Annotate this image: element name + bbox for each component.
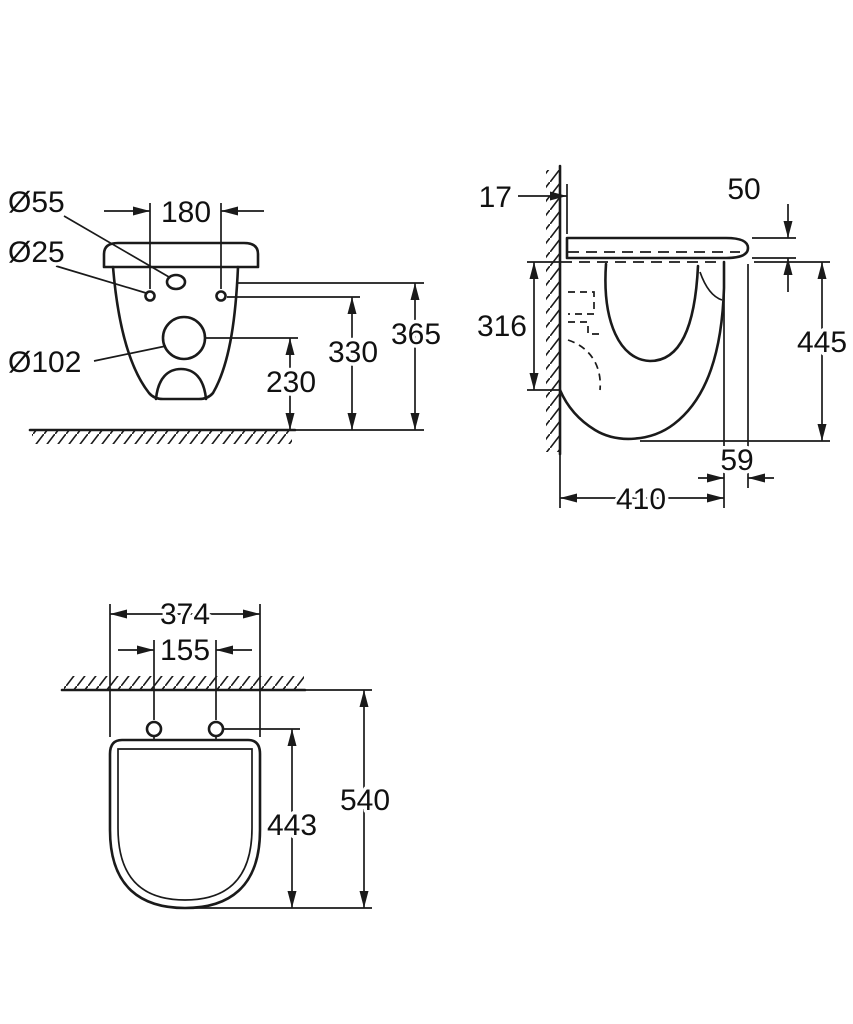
hinge-right: [207, 720, 225, 738]
leader-line: [63, 215, 170, 278]
dimension-seat-depth: 443: [224, 728, 321, 908]
dimension-overall-width: 374: [109, 595, 261, 737]
dim-label-410: 410: [616, 483, 666, 516]
dim-label-365: 365: [391, 318, 441, 351]
dimension-wall-gap: 17: [475, 178, 568, 234]
dimension-rim-height: 365: [236, 282, 445, 430]
inlet-hidden: [568, 321, 604, 335]
dim-label-443: 443: [267, 809, 317, 842]
dimension-hole-spacing: 180: [104, 193, 264, 289]
seat-lid-side-outline: [565, 236, 750, 260]
dim-label-330: 330: [328, 336, 378, 369]
fixing-hole-right: [215, 290, 227, 302]
wall-hatch: [64, 676, 304, 690]
dim-label-230: 230: [266, 366, 316, 399]
dim-label-d102: Ø102: [8, 346, 81, 379]
hinge-left: [145, 720, 163, 738]
trap-curve: [154, 367, 208, 401]
dimension-back-height: 316: [473, 261, 559, 391]
dimension-holes-height: 330: [227, 296, 382, 430]
dimension-drain-height: 230: [206, 337, 320, 430]
flush-channel-hidden: [568, 291, 595, 315]
plan-view: 374 155 540 443: [60, 595, 394, 910]
dimension-body-depth: 410: [560, 290, 725, 520]
inlet-hole: [165, 273, 187, 291]
dim-label-316: 316: [477, 310, 527, 343]
dim-label-540: 540: [340, 784, 390, 817]
drain-hole: [161, 315, 207, 361]
bowl-cavity-line: [604, 262, 700, 363]
seat-lid-front-outline: [102, 241, 260, 269]
dim-label-17: 17: [479, 181, 512, 214]
lid-plan-outer-outline: [108, 738, 262, 910]
dimension-seat-overhang: 59: [698, 264, 774, 488]
dimension-overall-height: 445: [640, 261, 851, 442]
dim-label-d25: Ø25: [8, 236, 65, 269]
fixing-hole-left: [144, 290, 156, 302]
dim-label-59: 59: [720, 444, 753, 477]
dimension-seat-thickness: 50: [724, 170, 796, 292]
label-diameter-102: Ø102: [5, 343, 167, 383]
dim-label-50: 50: [727, 173, 760, 206]
leader-line: [55, 265, 147, 294]
wall-hatch: [546, 170, 560, 452]
dim-label-374: 374: [160, 598, 210, 631]
front-view: Ø55 Ø25 Ø102 180 230 330: [5, 183, 445, 444]
dimension-hinge-spacing: 155: [118, 631, 252, 720]
leader-line: [93, 345, 167, 362]
dim-label-d55: Ø55: [8, 186, 65, 219]
trap-hidden: [567, 339, 602, 391]
dimension-overall-depth: 540: [190, 689, 394, 909]
ground-hatch: [32, 430, 292, 444]
lid-plan-inner-outline: [117, 748, 253, 901]
dim-label-155: 155: [160, 634, 210, 667]
dim-label-445: 445: [797, 326, 847, 359]
bowl-front-outline: [111, 265, 240, 401]
bowl-side-outline: [558, 260, 726, 441]
rim-inner-line: [699, 271, 723, 301]
label-diameter-55: Ø55: [5, 183, 170, 278]
side-view: 17 50 316 445 410: [473, 164, 851, 520]
dim-label-180: 180: [161, 196, 211, 229]
label-diameter-25: Ø25: [5, 233, 147, 294]
